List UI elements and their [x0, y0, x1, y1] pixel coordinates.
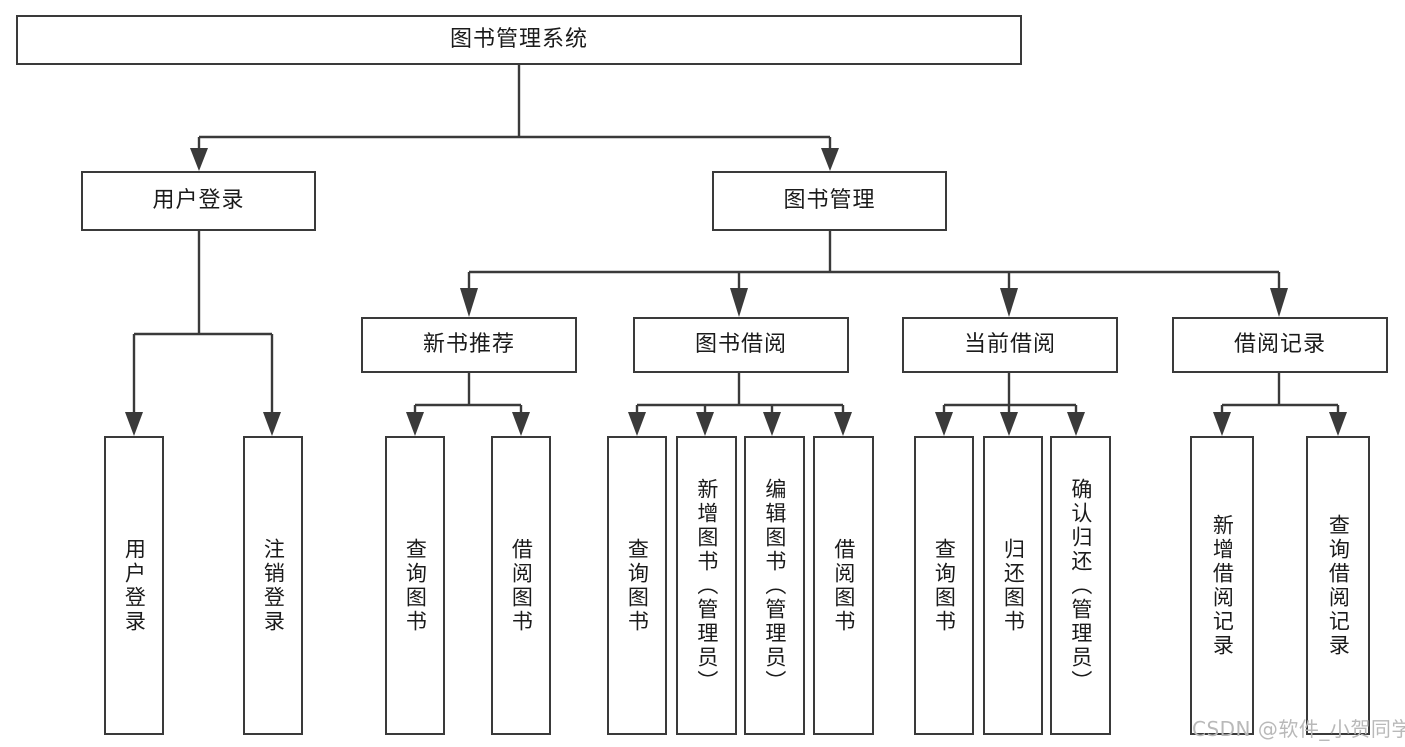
node-label: 当前借阅 [963, 331, 1056, 357]
node-label: 确认归还（管理员） [1068, 477, 1093, 694]
node-label: 归还图书 [1001, 537, 1026, 634]
leaf-query-book-borrow[interactable]: 查询图书 [607, 436, 667, 735]
leaf-user-login[interactable]: 用户登录 [104, 436, 164, 735]
node-label: 图书借阅 [694, 331, 787, 357]
leaf-return-book[interactable]: 归还图书 [983, 436, 1043, 735]
node-label: 图书管理系统 [449, 26, 588, 52]
node-user-login[interactable]: 用户登录 [81, 171, 316, 231]
node-label: 借阅记录 [1233, 331, 1326, 357]
node-label: 新增图书（管理员） [694, 477, 719, 694]
leaf-query-book-current[interactable]: 查询图书 [914, 436, 974, 735]
leaf-query-book-recommend[interactable]: 查询图书 [385, 436, 445, 735]
node-new-book-recommend[interactable]: 新书推荐 [361, 317, 577, 373]
node-label: 编辑图书（管理员） [762, 477, 787, 694]
node-borrow-record[interactable]: 借阅记录 [1172, 317, 1388, 373]
leaf-add-borrow-record[interactable]: 新增借阅记录 [1190, 436, 1254, 735]
node-label: 新书推荐 [422, 331, 515, 357]
leaf-borrow-book-recommend[interactable]: 借阅图书 [491, 436, 551, 735]
node-label: 查询图书 [932, 537, 957, 634]
node-label: 借阅图书 [831, 537, 856, 634]
node-label: 查询图书 [403, 537, 428, 634]
leaf-add-book-admin[interactable]: 新增图书（管理员） [676, 436, 737, 735]
leaf-logout[interactable]: 注销登录 [243, 436, 303, 735]
node-label: 查询借阅记录 [1326, 513, 1351, 658]
node-label: 借阅图书 [509, 537, 534, 634]
leaf-edit-book-admin[interactable]: 编辑图书（管理员） [744, 436, 805, 735]
csdn-watermark: CSDN @软件_小贺同学 [1192, 717, 1405, 741]
node-label: 查询图书 [625, 537, 650, 634]
node-label: 图书管理 [783, 187, 876, 213]
node-label: 用户登录 [122, 537, 147, 634]
node-current-borrow[interactable]: 当前借阅 [902, 317, 1118, 373]
leaf-borrow-book[interactable]: 借阅图书 [813, 436, 874, 735]
leaf-query-borrow-record[interactable]: 查询借阅记录 [1306, 436, 1370, 735]
node-root-system[interactable]: 图书管理系统 [16, 15, 1022, 65]
node-label: 注销登录 [261, 537, 286, 634]
leaf-confirm-return-admin[interactable]: 确认归还（管理员） [1050, 436, 1111, 735]
node-book-management[interactable]: 图书管理 [712, 171, 947, 231]
node-book-borrow[interactable]: 图书借阅 [633, 317, 849, 373]
node-label: 用户登录 [152, 187, 245, 213]
node-label: 新增借阅记录 [1210, 513, 1235, 658]
